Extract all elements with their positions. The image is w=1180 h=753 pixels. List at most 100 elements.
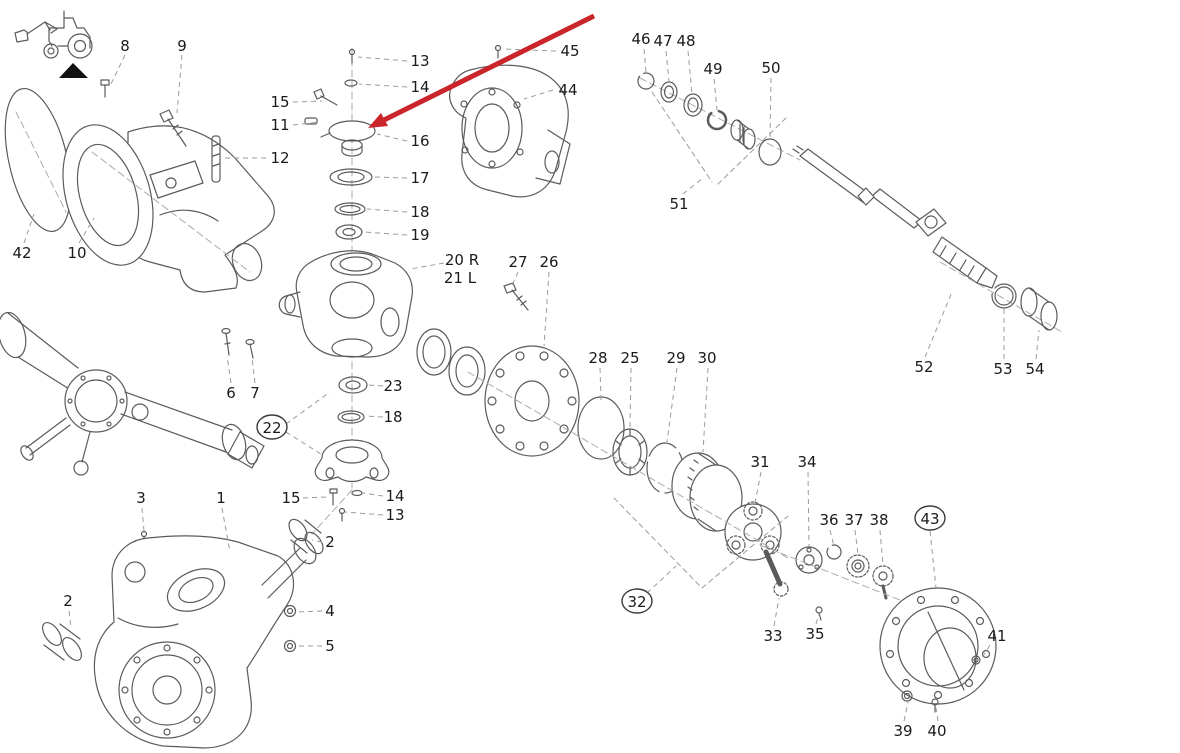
part-label-33: 33 xyxy=(763,627,782,645)
part-8-bolt xyxy=(100,79,110,98)
group-32-dashed-lines xyxy=(613,497,789,589)
leader-lines xyxy=(23,48,1040,722)
part-label-11: 11 xyxy=(270,116,289,134)
part-5-plug xyxy=(283,639,297,653)
red-arrow-shaft xyxy=(382,13,596,123)
part-label-53: 53 xyxy=(993,360,1012,378)
part-6-bolt xyxy=(221,327,231,356)
part-label-14b: 14 xyxy=(385,487,404,505)
part-label-35: 35 xyxy=(805,625,824,643)
part-15-bolt xyxy=(313,88,338,106)
part-label-15a: 15 xyxy=(270,93,289,111)
part-label-27: 27 xyxy=(508,253,527,271)
part-53-ring xyxy=(991,283,1017,309)
part-label-28: 28 xyxy=(588,349,607,367)
part-17-gasket xyxy=(329,168,373,186)
part-label-3: 3 xyxy=(136,489,146,507)
part-label-36: 36 xyxy=(819,511,838,529)
part-label-31: 31 xyxy=(750,453,769,471)
part-label-15b: 15 xyxy=(281,489,300,507)
part-label-43: 43 xyxy=(920,510,939,528)
part-label-38: 38 xyxy=(869,511,888,529)
part-label-13a: 13 xyxy=(410,52,429,70)
part-34-thrust-plate xyxy=(795,546,823,574)
part-label-7: 7 xyxy=(250,384,260,402)
part-label-26: 26 xyxy=(539,253,558,271)
part-label-2a: 2 xyxy=(325,533,335,551)
part-10-axle-housing xyxy=(62,124,275,293)
part-2-bushing-lower xyxy=(41,622,83,661)
part-14-washer xyxy=(344,79,358,87)
part-label-40: 40 xyxy=(927,722,946,740)
part-4-plug xyxy=(283,604,297,618)
part-label-47: 47 xyxy=(653,32,672,50)
parts-46-to-50-rings xyxy=(637,72,801,166)
part-39-nut xyxy=(901,690,913,702)
part-label-51: 51 xyxy=(669,195,688,213)
part-52-drive-shaft xyxy=(792,145,1063,333)
part-19-bearing-upper xyxy=(335,224,363,240)
part-label-10: 10 xyxy=(67,244,86,262)
part-label-17: 17 xyxy=(410,169,429,187)
part-18-oring-lower xyxy=(337,410,365,424)
part-label-34: 34 xyxy=(797,453,816,471)
part-18-oring-upper xyxy=(334,202,366,216)
part-label-49: 49 xyxy=(703,60,722,78)
part-label-54: 54 xyxy=(1025,360,1044,378)
part-35-bolt xyxy=(815,606,823,621)
part-label-22: 22 xyxy=(262,419,281,437)
kingpin-upper-stack xyxy=(304,47,376,251)
part-label-39: 39 xyxy=(893,722,912,740)
hub-chain-axis xyxy=(467,371,789,559)
part-16-cap xyxy=(320,120,376,157)
part-43-hub-cover xyxy=(879,587,997,705)
part-37-gear xyxy=(846,554,870,578)
part-36-snap-ring xyxy=(826,544,842,560)
part-13b-screw xyxy=(338,507,346,522)
part-label-5: 5 xyxy=(325,637,335,655)
part-15b-bolt xyxy=(329,488,338,506)
planetary-axis xyxy=(759,544,901,601)
orientation-triangle-icon xyxy=(59,63,88,78)
part-label-50: 50 xyxy=(761,59,780,77)
assembled-front-axle xyxy=(0,311,265,476)
part-label-1: 1 xyxy=(216,489,226,507)
part-27-bolt xyxy=(503,282,529,311)
part-12-stud xyxy=(211,135,221,183)
part-label-18b: 18 xyxy=(383,408,402,426)
kingpin-lower-stack xyxy=(311,361,390,535)
part-label-9: 9 xyxy=(177,37,187,55)
part-41-bolt xyxy=(971,655,981,665)
part-label-29: 29 xyxy=(666,349,685,367)
part-label-37: 37 xyxy=(844,511,863,529)
part-26-hub-flange xyxy=(484,345,580,457)
tractor-icon xyxy=(14,10,93,59)
part-13-screw xyxy=(348,48,356,64)
part-label-circle-22 xyxy=(256,414,288,440)
part-23-bearing xyxy=(338,376,368,394)
part-label-4: 4 xyxy=(325,602,335,620)
part-30-ring-gear xyxy=(671,452,743,532)
part-label-32: 32 xyxy=(627,593,646,611)
parts-artwork xyxy=(0,10,1063,749)
part-label-25: 25 xyxy=(620,349,639,367)
part-label-12: 12 xyxy=(270,149,289,167)
part-label-23: 23 xyxy=(383,377,402,395)
spindle-seal-rings xyxy=(416,328,486,396)
part-label-circle-32 xyxy=(621,588,653,614)
part-label-44: 44 xyxy=(558,81,577,99)
part-label-circle-43 xyxy=(914,505,946,531)
part-14b-washer xyxy=(351,489,363,497)
part-label-21L: 21 L xyxy=(444,269,477,287)
part-label-6: 6 xyxy=(226,384,236,402)
part-40-stud xyxy=(931,698,939,713)
part-label-20R: 20 R xyxy=(445,251,479,269)
part-label-30: 30 xyxy=(697,349,716,367)
part-33-sun-shaft xyxy=(763,549,789,597)
part-label-16: 16 xyxy=(410,132,429,150)
part-22-bearing-cap xyxy=(314,439,390,483)
part-25-bearing xyxy=(612,428,648,476)
part-label-41: 41 xyxy=(987,627,1006,645)
part-45-screw xyxy=(494,44,502,59)
